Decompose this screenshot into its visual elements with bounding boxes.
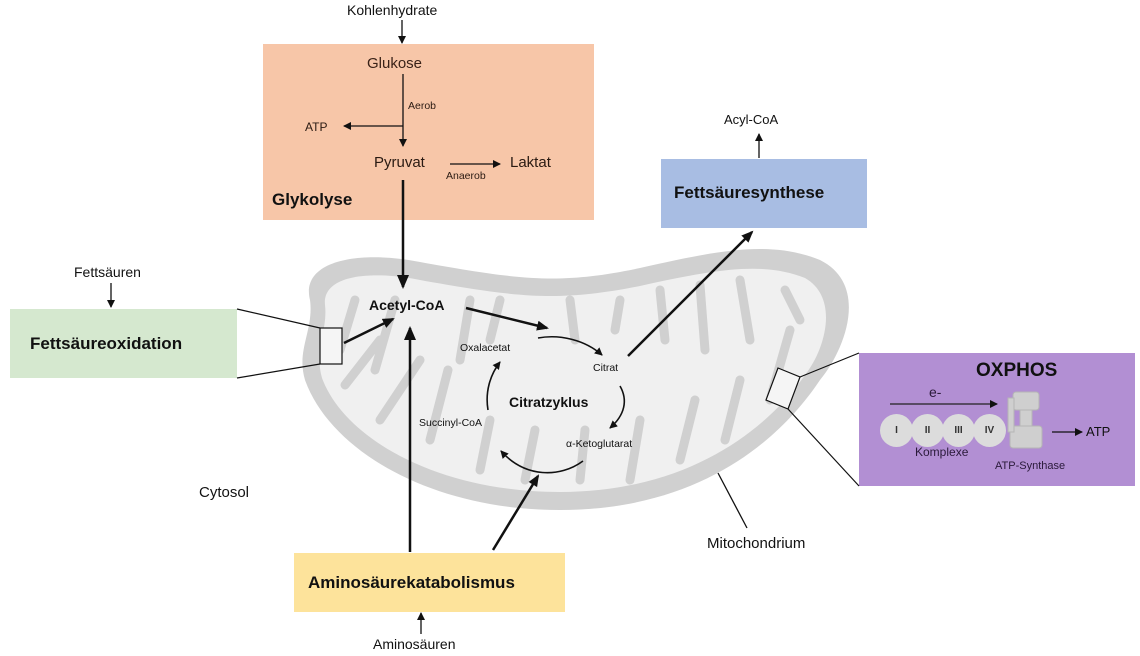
cytosol-label: Cytosol <box>199 484 250 501</box>
glykolyse-title: Glykolyse <box>272 190 353 209</box>
cycle-arc-succinyl-oxalacetat <box>486 361 501 411</box>
aerob-label: Aerob <box>408 100 437 112</box>
input-fettsaeuren: Fettsäuren <box>74 264 141 280</box>
complex-iv: IV <box>973 414 1006 447</box>
oxphos-zoom-line-top <box>799 352 860 378</box>
arrow-amino-cycle <box>491 474 540 551</box>
glykolyse-box <box>263 44 594 220</box>
mitochondrium-label: Mitochondrium <box>707 535 806 552</box>
fao-zoom-line-top <box>236 308 321 329</box>
laktat-label: Laktat <box>510 154 551 171</box>
cycle-arc-ketoglutarat-succinyl <box>500 450 584 474</box>
atp-synthase-label: ATP-Synthase <box>995 460 1066 472</box>
fao-zoom-line-bottom <box>236 363 321 379</box>
fettsaeuresynthese-box <box>661 159 867 228</box>
citrat-label: Citrat <box>593 362 619 374</box>
pyruvat-label: Pyruvat <box>374 154 425 171</box>
succinyl-coa-label: Succinyl-CoA <box>419 417 483 429</box>
oxphos-title: OXPHOS <box>976 360 1058 381</box>
fettsaeuresynthese-title: Fettsäuresynthese <box>674 183 825 202</box>
complex-iii: III <box>942 414 975 447</box>
arrow-citrat-synthese <box>627 230 754 357</box>
cycle-arc-citrat-ketoglutarat <box>609 385 626 429</box>
fao-zoom-window <box>319 327 343 365</box>
acyl-coa-label: Acyl-CoA <box>724 112 779 127</box>
komplexe-label: Komplexe <box>915 445 969 459</box>
ketoglutarat-label: α-Ketoglutarat <box>566 438 633 450</box>
input-aminosaeuren: Aminosäuren <box>373 636 456 652</box>
input-kohlenhydrate: Kohlenhydrate <box>347 2 438 18</box>
mitochondrion <box>302 248 849 510</box>
arrow-mitochondrium-pointer <box>717 472 748 529</box>
oxalacetat-label: Oxalacetat <box>460 342 511 354</box>
atp-oxphos-label: ATP <box>1086 424 1111 439</box>
fettsaeureoxidation-title: Fettsäureoxidation <box>30 334 183 353</box>
atp-glykolyse-label: ATP <box>305 120 328 134</box>
aminosaeure-box <box>294 553 565 612</box>
arrow-fao-acetylcoa <box>343 317 395 345</box>
citratzyklus-title: Citratzyklus <box>509 394 589 410</box>
atp-synthase-icon <box>1007 391 1043 449</box>
cycle-arc-oxalacetat-citrat <box>537 336 603 356</box>
fettsaeureoxidation-box <box>10 309 237 378</box>
arrow-acetylcoa-cycle <box>465 306 549 331</box>
cristae <box>335 275 805 485</box>
glukose-label: Glukose <box>367 55 423 72</box>
anaerob-label: Anaerob <box>446 170 486 182</box>
aminosaeurekatabolismus-title: Aminosäurekatabolismus <box>308 573 515 592</box>
electron-label: e- <box>929 384 942 400</box>
complex-i: I <box>880 414 913 447</box>
complex-ii: II <box>911 414 944 447</box>
oxphos-zoom-line-bottom <box>787 408 860 487</box>
acetyl-coa-label: Acetyl-CoA <box>369 297 445 313</box>
